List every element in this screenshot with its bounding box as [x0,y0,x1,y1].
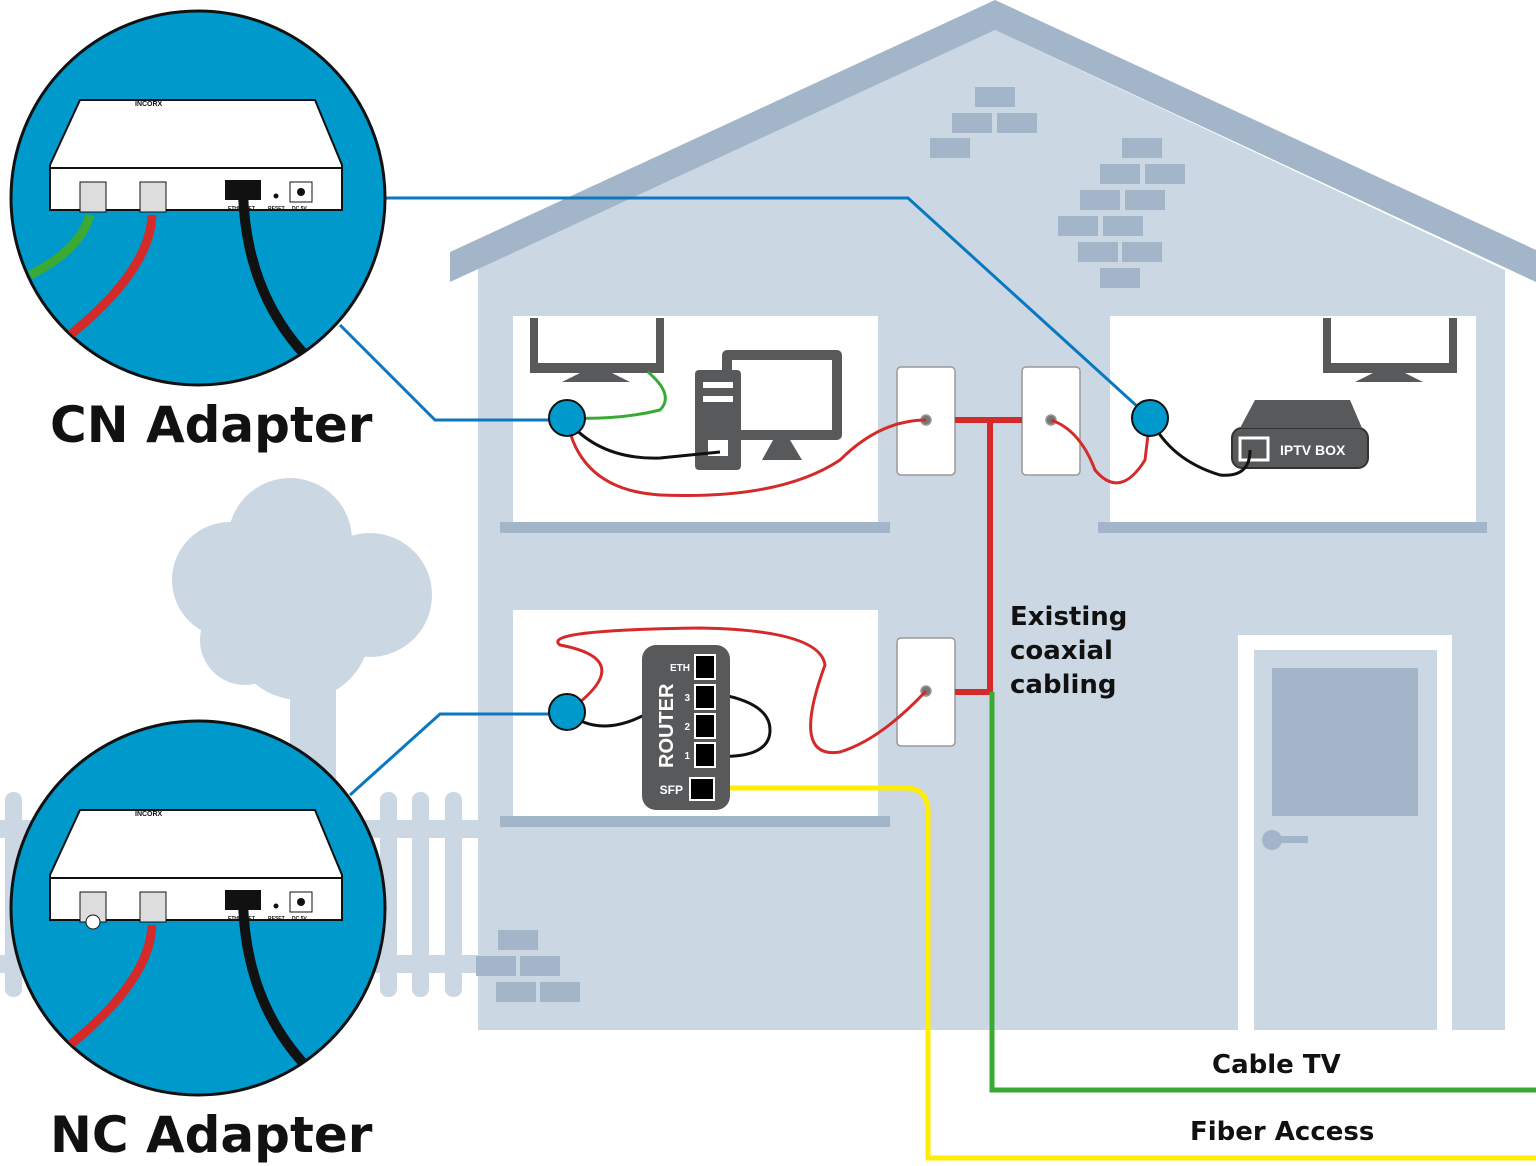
iptv-box-icon: IPTV BOX [1231,400,1369,469]
nc-adapter-marker [548,693,586,731]
svg-text:RESET: RESET [268,916,285,922]
fiber-access-label: Fiber Access [1190,1117,1374,1147]
adapter-device: INCORX ETHERNET RESET DC 5V [27,99,343,359]
cable-tv-line [989,692,1536,1093]
sfp-label: SFP [660,783,683,797]
svg-text:DC 5V: DC 5V [292,916,307,922]
cn-adapter-callout: INCORX ETHERNET RESET DC 5V [9,9,387,387]
svg-text:RESET: RESET [268,206,285,212]
coax-cable [556,626,928,755]
adapter-device: INCORX ETHERNET RESET DC 5V [49,809,343,1069]
router: ROUTER ETH 3 2 1 SFP [642,645,730,810]
port-label: 3 [684,693,690,704]
cn-adapter-label: CN Adapter [50,396,373,454]
svg-text:ETHERNET: ETHERNET [228,206,255,212]
coax-trunk [955,417,1022,695]
coax-cable [565,418,927,498]
tv-cable [566,370,667,420]
coax-label: Existing [1010,602,1127,632]
fiber-line [705,785,1536,1161]
bricks [476,87,1185,1002]
port-label: 1 [684,751,690,762]
nc-adapter-label: NC Adapter [50,1106,373,1164]
cn-adapter-marker [548,399,586,437]
door [1238,635,1452,1030]
svg-text:ETHERNET: ETHERNET [228,916,255,922]
iptv-box-label: IPTV BOX [1280,442,1346,458]
router-title: ROUTER [656,683,678,768]
tree [172,478,432,820]
coax-cable [1050,417,1152,485]
nc-adapter-callout: INCORX ETHERNET RESET DC 5V [9,719,387,1097]
computer-icon [695,350,842,470]
tv-icon [530,318,664,382]
port-label: 2 [684,722,690,733]
svg-text:INCORX: INCORX [135,101,163,108]
ethernet-cable [1148,417,1252,477]
svg-text:INCORX: INCORX [135,811,163,818]
tv-icon [1323,318,1457,382]
cable-tv-label: Cable TV [1212,1050,1341,1080]
callout-lines [338,196,1152,797]
ethernet-cable [704,690,772,758]
coax-label: cabling [1010,670,1117,700]
coax-label: coaxial [1010,636,1113,666]
cn-adapter-marker [1131,399,1169,437]
port-label: ETH [670,663,690,674]
svg-text:DC 5V: DC 5V [292,206,307,212]
